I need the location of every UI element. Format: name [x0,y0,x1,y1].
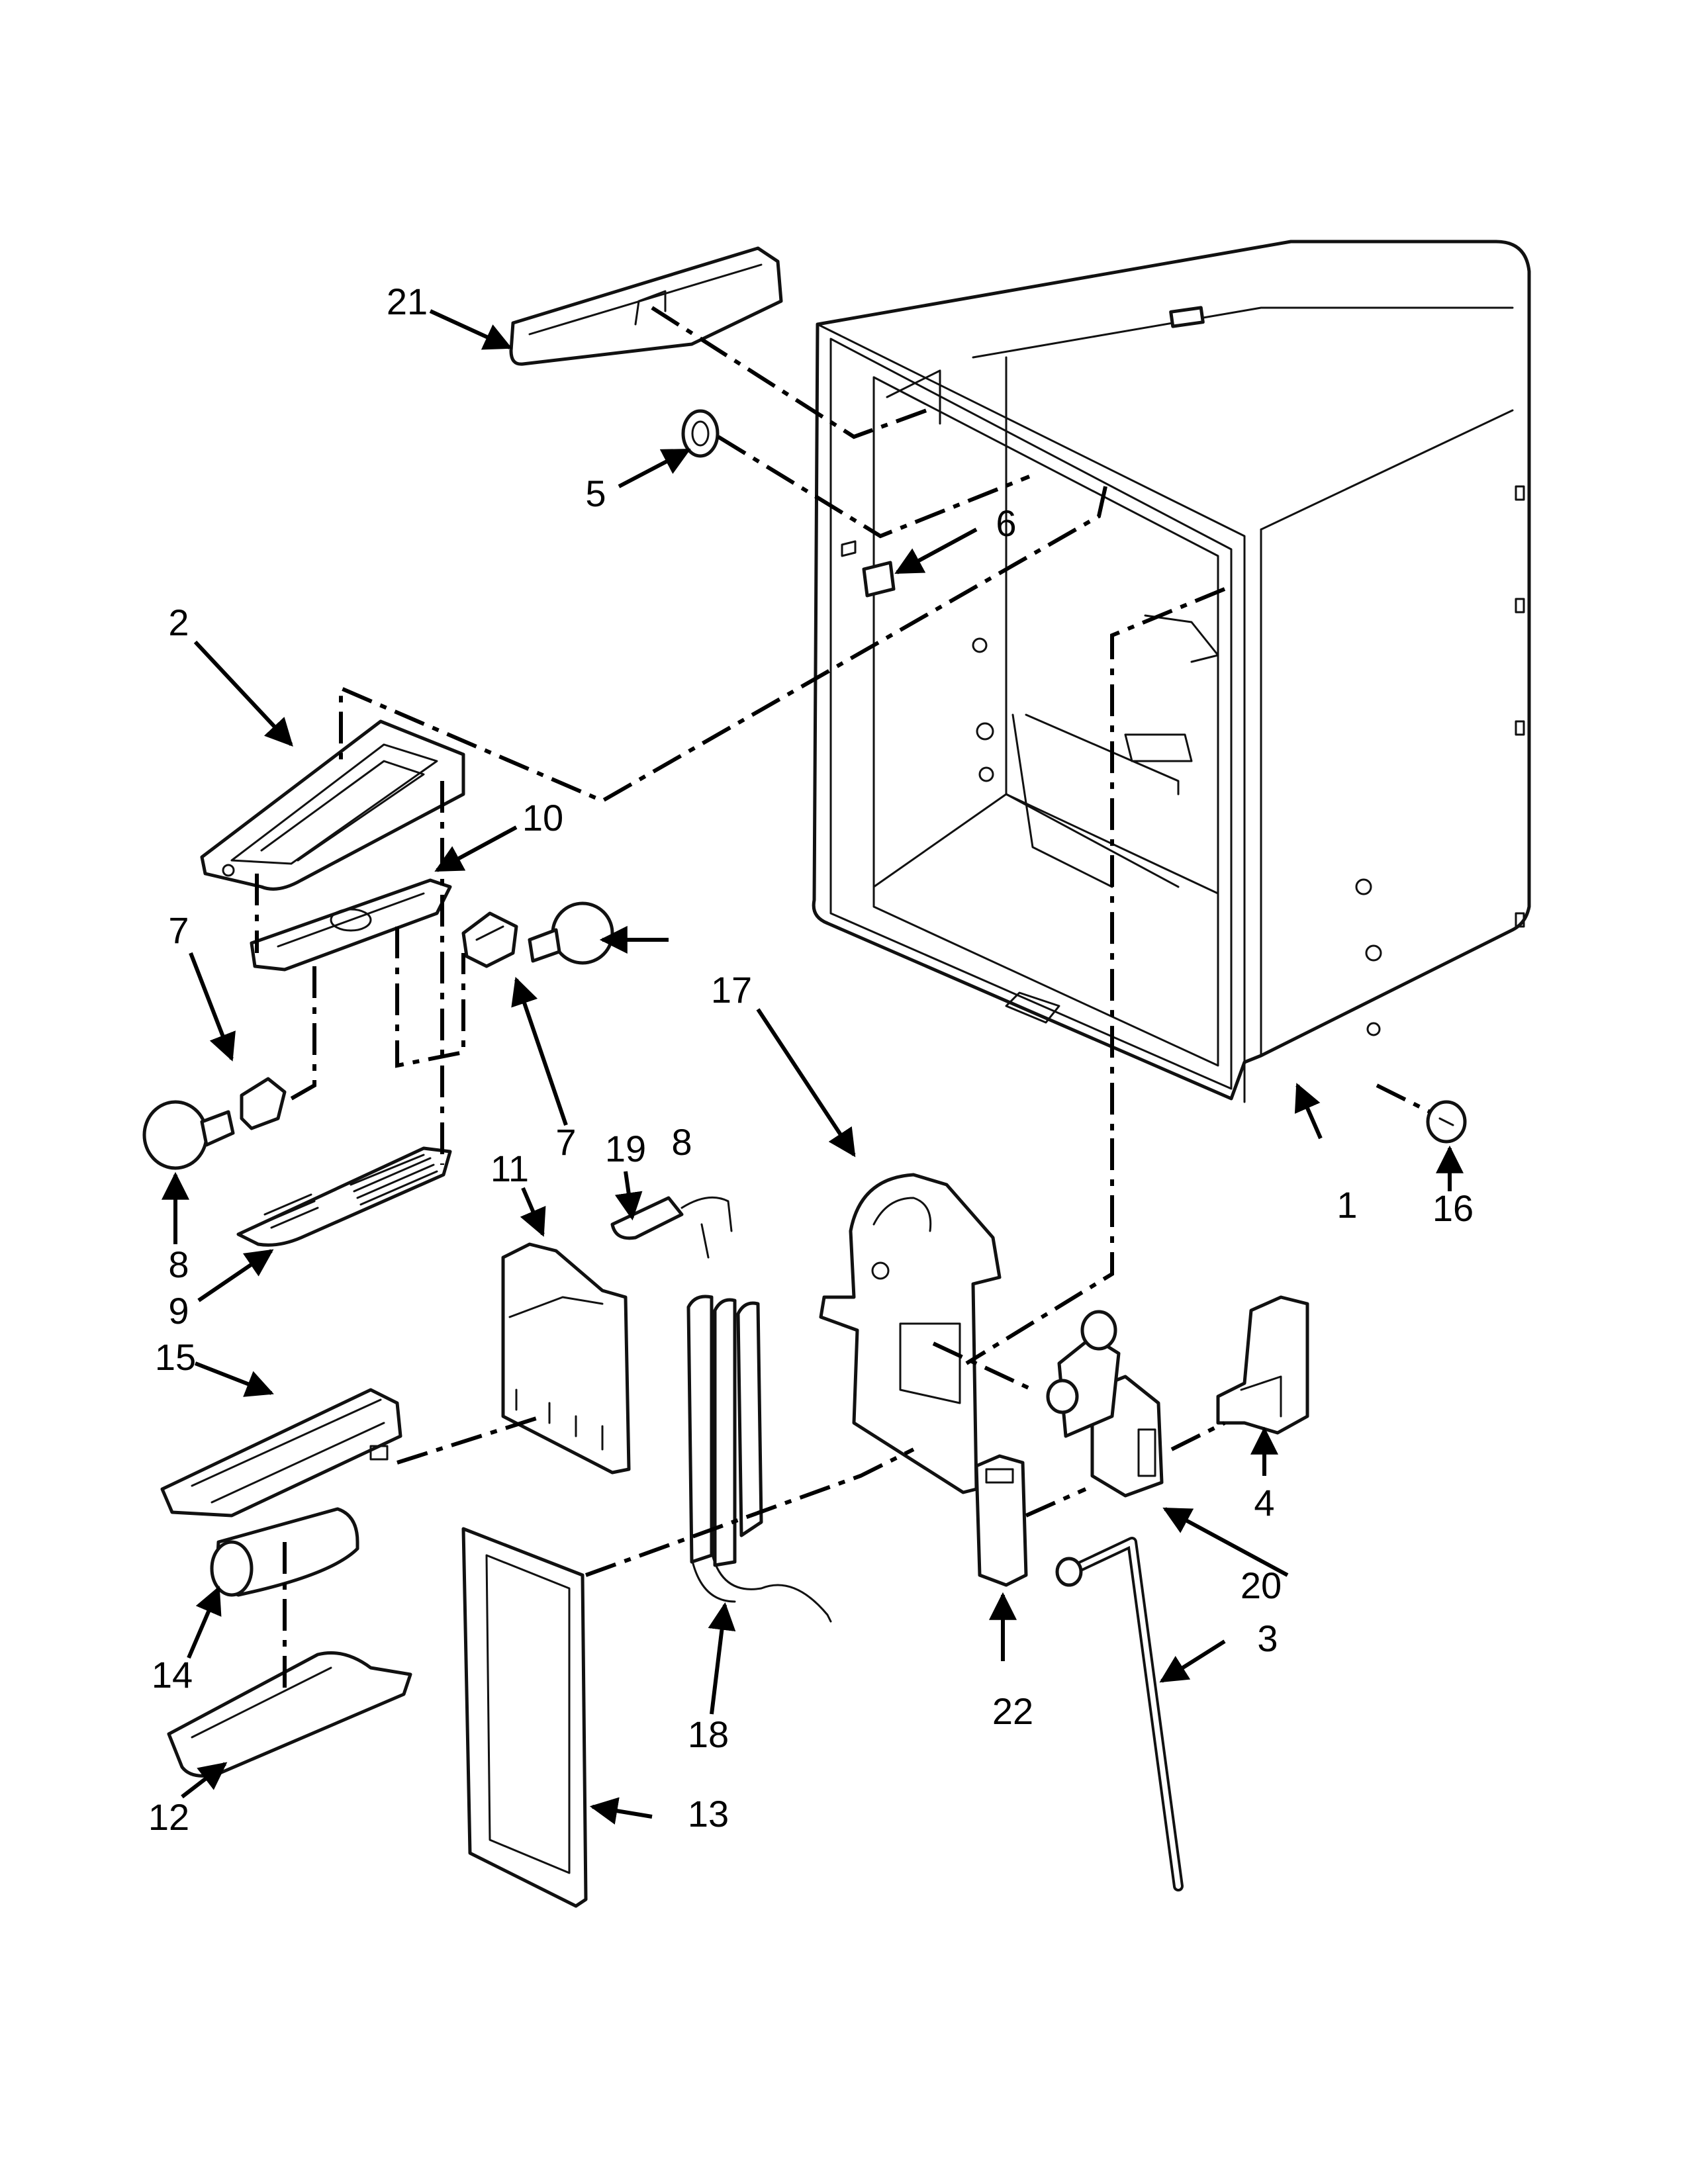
callout-8-left: 8 [168,1244,189,1285]
callout-6: 6 [996,502,1016,544]
part-5-clip [681,409,720,458]
callout-2: 2 [168,602,189,643]
callout-19: 19 [605,1128,646,1169]
callout-22: 22 [992,1690,1033,1732]
callout-3: 3 [1257,1617,1278,1659]
part-9-lens [236,1146,452,1247]
callout-11: 11 [491,1148,529,1189]
part-7-socket-left [240,1077,287,1130]
part-11-chute [501,1242,631,1475]
callout-16: 16 [1432,1187,1474,1229]
part-19-sensor [610,1196,733,1259]
callout-18: 18 [688,1713,729,1755]
part-20-water-valve [1046,1310,1164,1498]
callout-4: 4 [1254,1482,1274,1524]
callout-9: 9 [168,1290,189,1332]
part-4-bracket [1216,1295,1309,1435]
callout-12: 12 [148,1796,189,1838]
callout-20: 20 [1241,1565,1282,1606]
part-13-trim [461,1527,588,1908]
callout-13: 13 [688,1793,729,1835]
part-17-dispenser-housing [819,1173,1002,1494]
part-1-liner [812,240,1531,1103]
callout-14: 14 [152,1654,193,1696]
part-14-filter [210,1507,359,1597]
part-21-cover [509,246,783,366]
part-12-filter-cover [167,1651,412,1778]
callout-8-right: 8 [671,1121,692,1163]
callout-17: 17 [711,969,752,1011]
callout-5: 5 [585,473,606,514]
part-7-socket-right [461,911,518,968]
callout-1: 1 [1336,1184,1357,1226]
callout-15: 15 [155,1336,196,1378]
part-6-switch [841,540,896,598]
part-2-housing [200,719,465,891]
part-15-filter-housing [160,1388,402,1518]
part-10-shield [250,878,452,972]
part-16-plug [1426,1100,1467,1144]
part-8-bulb-left [142,1100,235,1170]
part-18-heater [686,1295,832,1623]
callout-10: 10 [522,797,563,839]
callout-21: 21 [387,281,428,322]
part-22-bracket [974,1454,1028,1587]
part-8-bulb-right [528,901,614,965]
leader-arrows [162,309,1464,1825]
part-3-water-tube [1055,1537,1184,1891]
callout-7-right: 7 [555,1121,576,1163]
callout-7-left: 7 [168,909,189,951]
callout-labels: 21 5 6 2 10 7 8 7 17 19 11 8 9 16 1 15 4… [148,281,1474,1838]
alignment-lines [255,306,1431,1694]
